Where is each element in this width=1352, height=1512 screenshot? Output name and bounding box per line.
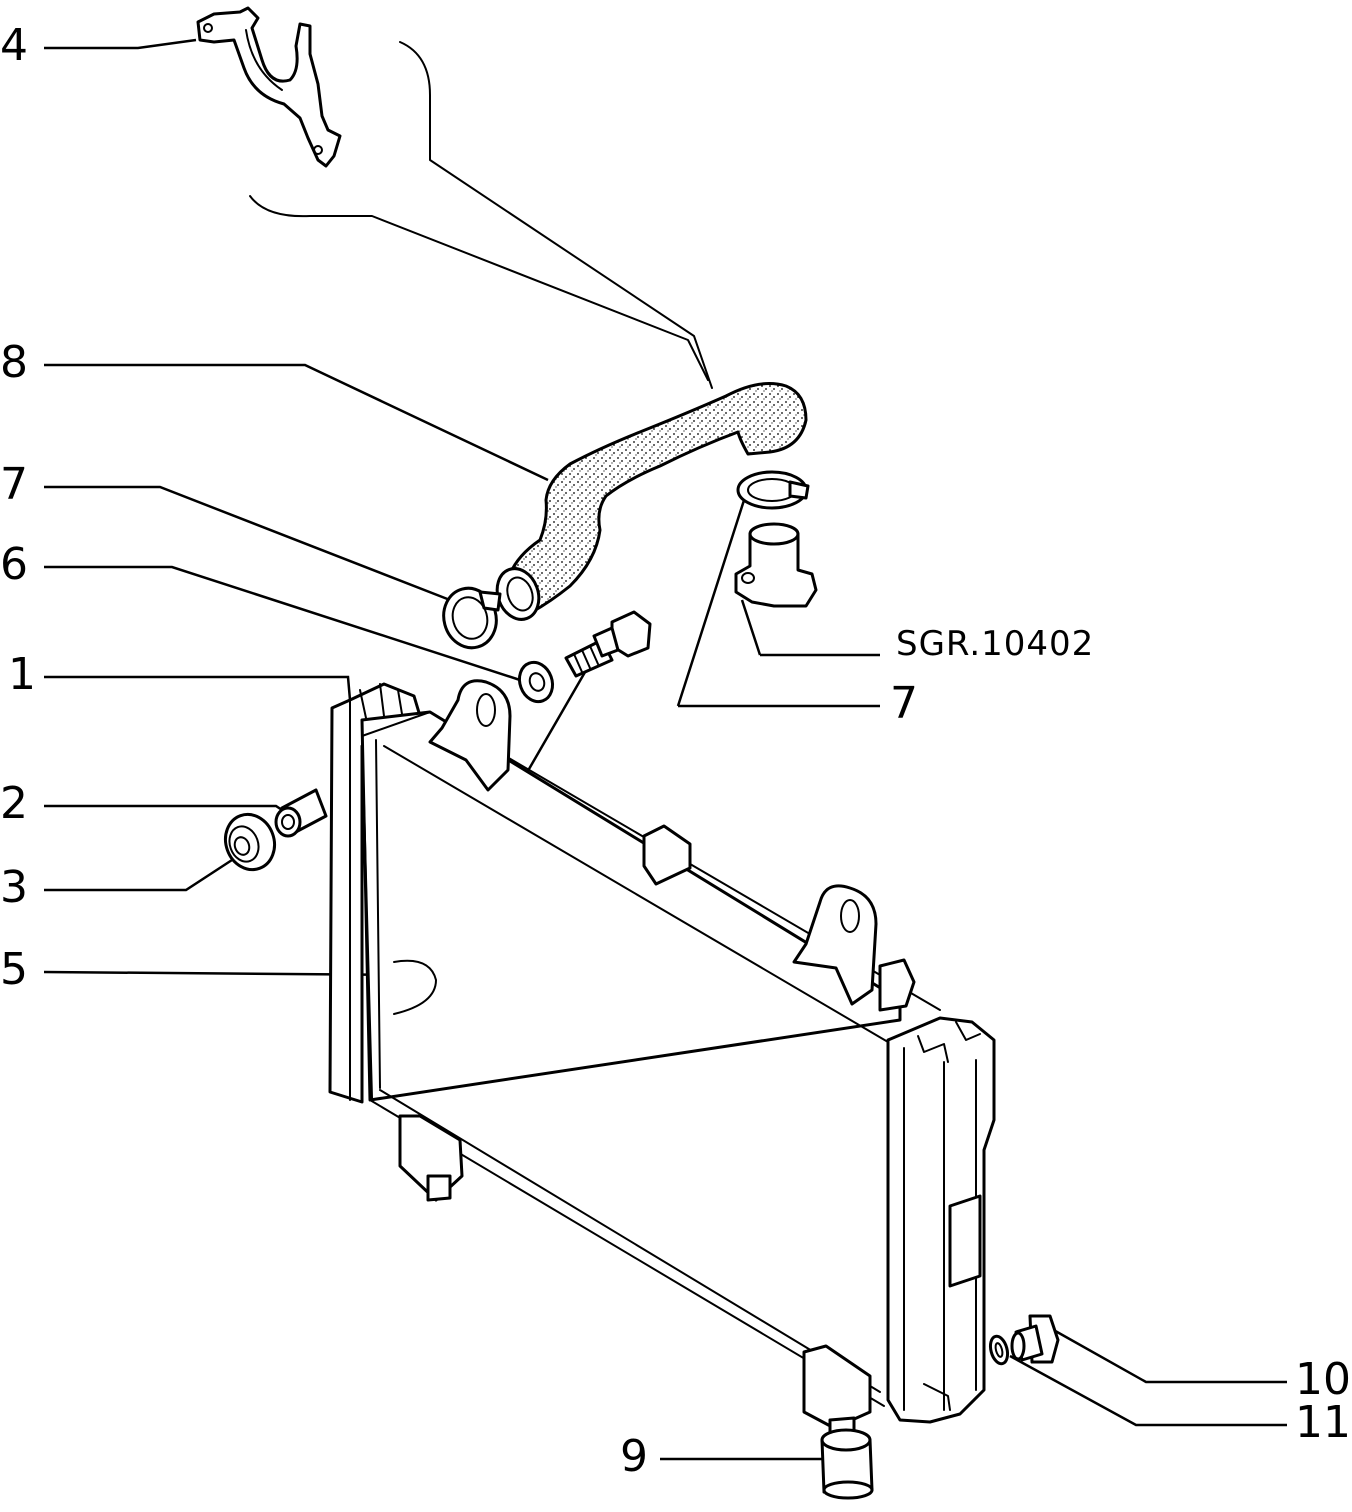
leader-3 (44, 858, 233, 892)
leader-7a (44, 485, 451, 602)
callout-9: 9 (620, 1431, 648, 1482)
sleeve-part-2 (274, 788, 328, 838)
leader-sgr (740, 599, 880, 657)
leader-7b (676, 493, 880, 708)
callout-8: 8 (0, 337, 28, 388)
drain-plug-part-10 (1010, 1314, 1060, 1364)
leader-6 (44, 565, 521, 682)
clamp-part-7-right (736, 470, 810, 510)
callout-6: 6 (0, 539, 28, 590)
bolt-part-5 (564, 610, 652, 678)
leader-2 (44, 804, 286, 814)
hose-part-8 (495, 382, 808, 621)
leader-4 (44, 38, 197, 50)
cap-part-9 (820, 1428, 874, 1500)
callout-11: 11 (1295, 1397, 1351, 1448)
radiator-part-1 (328, 679, 996, 1446)
callout-7-right: 7 (890, 678, 918, 729)
callout-4: 4 (0, 20, 28, 71)
leader-10 (1049, 1326, 1287, 1384)
leader-hose-lower (249, 195, 709, 381)
leader-11 (1009, 1354, 1287, 1427)
grommet-part-3 (223, 812, 277, 872)
clamp-part-7-left (442, 586, 502, 650)
callout-1: 1 (8, 649, 36, 700)
callout-10: 10 (1295, 1354, 1351, 1405)
callout-5: 5 (0, 944, 28, 995)
drawing-reference: SGR.10402 (896, 624, 1095, 664)
bracket-part-4 (196, 6, 342, 168)
leader-8 (44, 363, 549, 482)
washer-part-6 (517, 660, 555, 704)
leader-1 (44, 675, 352, 701)
leader-lines (43, 38, 1287, 1461)
thermostat-housing (734, 522, 818, 608)
leader-hose-upper (399, 41, 713, 389)
seal-part-11 (988, 1334, 1010, 1366)
callout-3: 3 (0, 862, 28, 913)
callout-7: 7 (0, 459, 28, 510)
callout-2: 2 (0, 778, 28, 829)
